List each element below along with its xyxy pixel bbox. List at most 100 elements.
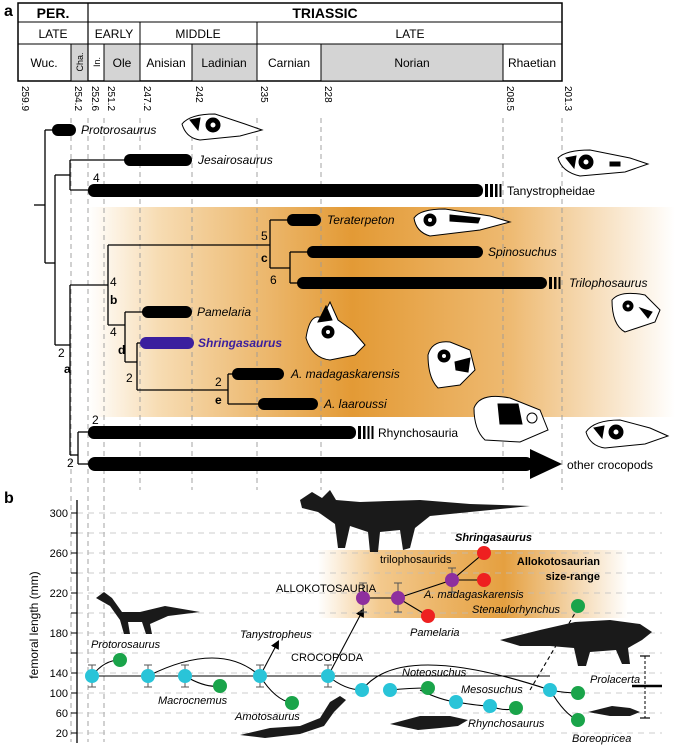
node-green-rhynchosaurus bbox=[509, 701, 523, 715]
amotosaurus-silhouette-icon bbox=[240, 696, 346, 738]
bar-trilophosaurus bbox=[297, 277, 547, 289]
stenaulorhynchus-silhouette-icon bbox=[500, 620, 652, 666]
label-rhynchosauria: Rhynchosauria bbox=[378, 426, 458, 440]
y-tick-20: 20 bbox=[56, 728, 68, 740]
label-shringasaurus: Shringasaurus bbox=[198, 336, 282, 350]
node-cyan bbox=[483, 699, 497, 713]
label-b-allokotosauria: ALLOKOTOSAURIA bbox=[276, 583, 377, 595]
y-tick-60: 60 bbox=[56, 708, 68, 720]
node-2-base: 2 bbox=[67, 456, 74, 470]
label-b-stenaulorhynchus: Stenaulorhynchus bbox=[472, 604, 561, 616]
arrow-head-crocopods bbox=[530, 449, 562, 479]
stage-wuc-label: Wuc. bbox=[30, 56, 57, 70]
node-green-amotosaurus bbox=[285, 696, 299, 710]
tanystropheidae-tail bbox=[485, 184, 502, 197]
skull-crocopod-icon bbox=[585, 419, 670, 449]
stage-rhaetian-label: Rhaetian bbox=[508, 56, 556, 70]
label-b-boreopricea: Boreopricea bbox=[572, 733, 631, 745]
stage-ole bbox=[103, 43, 141, 82]
silhouettes bbox=[96, 490, 652, 738]
label-other-crocopods: other crocopods bbox=[567, 458, 653, 472]
node-cyan bbox=[355, 683, 369, 697]
label-b-a-madagaskarensis: A. madagaskarensis bbox=[423, 589, 524, 601]
bar-a-laaroussi bbox=[258, 398, 318, 410]
label-b-noteosuchus: Noteosuchus bbox=[402, 667, 467, 679]
node-green-boreopricea bbox=[571, 713, 585, 727]
y-tick-180: 180 bbox=[50, 628, 68, 640]
skull-shringasaurus-icon bbox=[305, 300, 366, 361]
label-protorosaurus: Protorosaurus bbox=[81, 123, 156, 137]
stage-in-label: In. bbox=[92, 57, 102, 67]
period-triassic: TRIASSIC bbox=[292, 5, 357, 21]
node-c: c bbox=[261, 251, 268, 265]
y-tick-100: 100 bbox=[50, 688, 68, 700]
skull-azendohsaurus-icon bbox=[427, 341, 476, 389]
y-tick-260: 260 bbox=[50, 548, 68, 560]
label-b-trilophosaurids: trilophosaurids bbox=[380, 554, 452, 566]
stage-carnian-label: Carnian bbox=[268, 56, 310, 70]
period-permian: PER. bbox=[37, 5, 70, 21]
label-jesairosaurus: Jesairosaurus bbox=[197, 153, 273, 167]
node-6: 6 bbox=[270, 273, 277, 287]
node-green-prolacerta bbox=[571, 686, 585, 700]
node-red-a-madagaskarensis bbox=[477, 573, 491, 587]
node-2-e: 2 bbox=[215, 375, 222, 389]
label-spinosuchus: Spinosuchus bbox=[488, 245, 557, 259]
stage-cha-label: Cha. bbox=[75, 52, 85, 71]
label-pamelaria: Pamelaria bbox=[197, 305, 251, 319]
node-green-protorosaurus bbox=[113, 653, 127, 667]
label-b-protorosaurus: Protorosaurus bbox=[91, 639, 161, 651]
node-b: b bbox=[110, 293, 117, 307]
node-purple bbox=[391, 591, 405, 605]
panel-b-label: b bbox=[4, 490, 14, 507]
skull-tanystropheidae-icon bbox=[557, 149, 650, 177]
epoch-early: EARLY bbox=[95, 27, 133, 41]
node-a: a bbox=[64, 362, 71, 376]
bar-shringasaurus bbox=[140, 337, 194, 349]
node-4-tanystropheid: 4 bbox=[93, 171, 100, 185]
label-b-shringasaurus: Shringasaurus bbox=[455, 532, 532, 544]
y-axis-label: femoral length (mm) bbox=[27, 571, 41, 678]
age-labels: 259.9 254.2 252.6 251.2 247.2 242 235 22… bbox=[19, 86, 573, 111]
y-tick-300: 300 bbox=[50, 508, 68, 520]
node-cyan bbox=[543, 683, 557, 697]
age-252-6: 252.6 bbox=[89, 86, 100, 111]
label-a-laaroussi: A. laaroussi bbox=[323, 397, 387, 411]
scale-bar bbox=[632, 655, 662, 719]
boreopricea-silhouette-icon bbox=[588, 706, 640, 716]
panel-b-labels: Shringasaurus trilophosaurids ALLOKOTOSA… bbox=[91, 532, 640, 745]
node-4-b: 4 bbox=[110, 275, 117, 289]
age-247-2: 247.2 bbox=[141, 86, 152, 111]
node-cyan bbox=[383, 683, 397, 697]
node-4-d: 4 bbox=[110, 325, 117, 339]
node-5: 5 bbox=[261, 229, 268, 243]
bar-tanystropheidae bbox=[88, 184, 483, 197]
node-2-d: 2 bbox=[126, 371, 133, 385]
node-cyan-crocopoda bbox=[321, 669, 335, 683]
timescale-table: PER. TRIASSIC LATE EARLY MIDDLE LATE Wuc… bbox=[17, 2, 563, 82]
node-green-noteosuchus bbox=[421, 681, 435, 695]
bar-spinosuchus bbox=[307, 246, 483, 258]
range-bars bbox=[52, 124, 562, 479]
node-purple-trilophosaurids bbox=[445, 573, 459, 587]
node-red-pamelaria bbox=[421, 609, 435, 623]
node-cyan bbox=[141, 669, 155, 683]
node-cyan bbox=[449, 695, 463, 709]
taxon-labels-a: Protorosaurus Jesairosaurus Tanystrophei… bbox=[81, 123, 653, 472]
y-tick-140: 140 bbox=[50, 668, 68, 680]
node-purple-allokotosauria bbox=[356, 591, 370, 605]
stage-ladinian-label: Ladinian bbox=[201, 56, 246, 70]
node-green-macrocnemus bbox=[213, 679, 227, 693]
age-242: 242 bbox=[193, 86, 204, 103]
size-range-label-2: size-range bbox=[546, 571, 600, 583]
bar-a-madagaskarensis bbox=[232, 368, 284, 380]
label-b-amotosaurus: Amotosaurus bbox=[234, 711, 300, 723]
bar-pamelaria bbox=[142, 306, 192, 318]
size-range-label-1: Allokotosaurian bbox=[517, 556, 600, 568]
label-tanystropheidae: Tanystropheidae bbox=[507, 184, 595, 198]
skull-trilophosaurus-icon bbox=[611, 292, 661, 333]
stage-anisian-label: Anisian bbox=[146, 56, 185, 70]
age-259-9: 259.9 bbox=[19, 86, 30, 111]
label-b-crocopoda: CROCOPODA bbox=[291, 652, 364, 664]
